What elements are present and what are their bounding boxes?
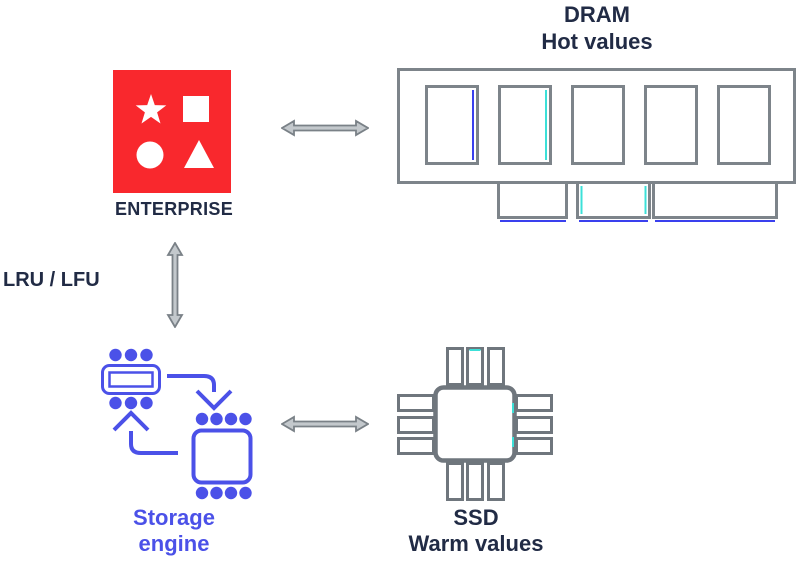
enterprise-logo — [113, 70, 231, 193]
lru-lfu-label: LRU / LFU — [3, 269, 100, 291]
ssd-title: SSD — [453, 505, 499, 530]
arrow-storage-engine-ssd — [281, 415, 369, 433]
dram-subtitle: Hot values — [541, 29, 653, 54]
ssd-subtitle: Warm values — [408, 531, 544, 556]
arrow-enterprise-dram — [281, 119, 369, 137]
storage-engine-label-line1: Storage — [133, 505, 215, 530]
storage-engine-icon — [101, 348, 253, 500]
dram-memory-module-icon — [397, 68, 796, 222]
square-icon — [183, 96, 209, 122]
star-icon — [135, 94, 167, 124]
storage-engine-label-line2: engine — [138, 531, 210, 556]
storage-engine-label: Storage engine — [74, 505, 274, 557]
arrow-enterprise-storage-engine — [166, 242, 184, 328]
dram-title: DRAM — [564, 2, 630, 27]
ssd-chip-icon — [397, 347, 553, 501]
enterprise-label: ENTERPRISE — [114, 199, 234, 219]
circle-icon — [136, 141, 164, 169]
ssd-label-group: SSD Warm values — [376, 505, 576, 557]
dram-label-group: DRAM Hot values — [497, 1, 697, 55]
triangle-icon — [184, 140, 214, 168]
